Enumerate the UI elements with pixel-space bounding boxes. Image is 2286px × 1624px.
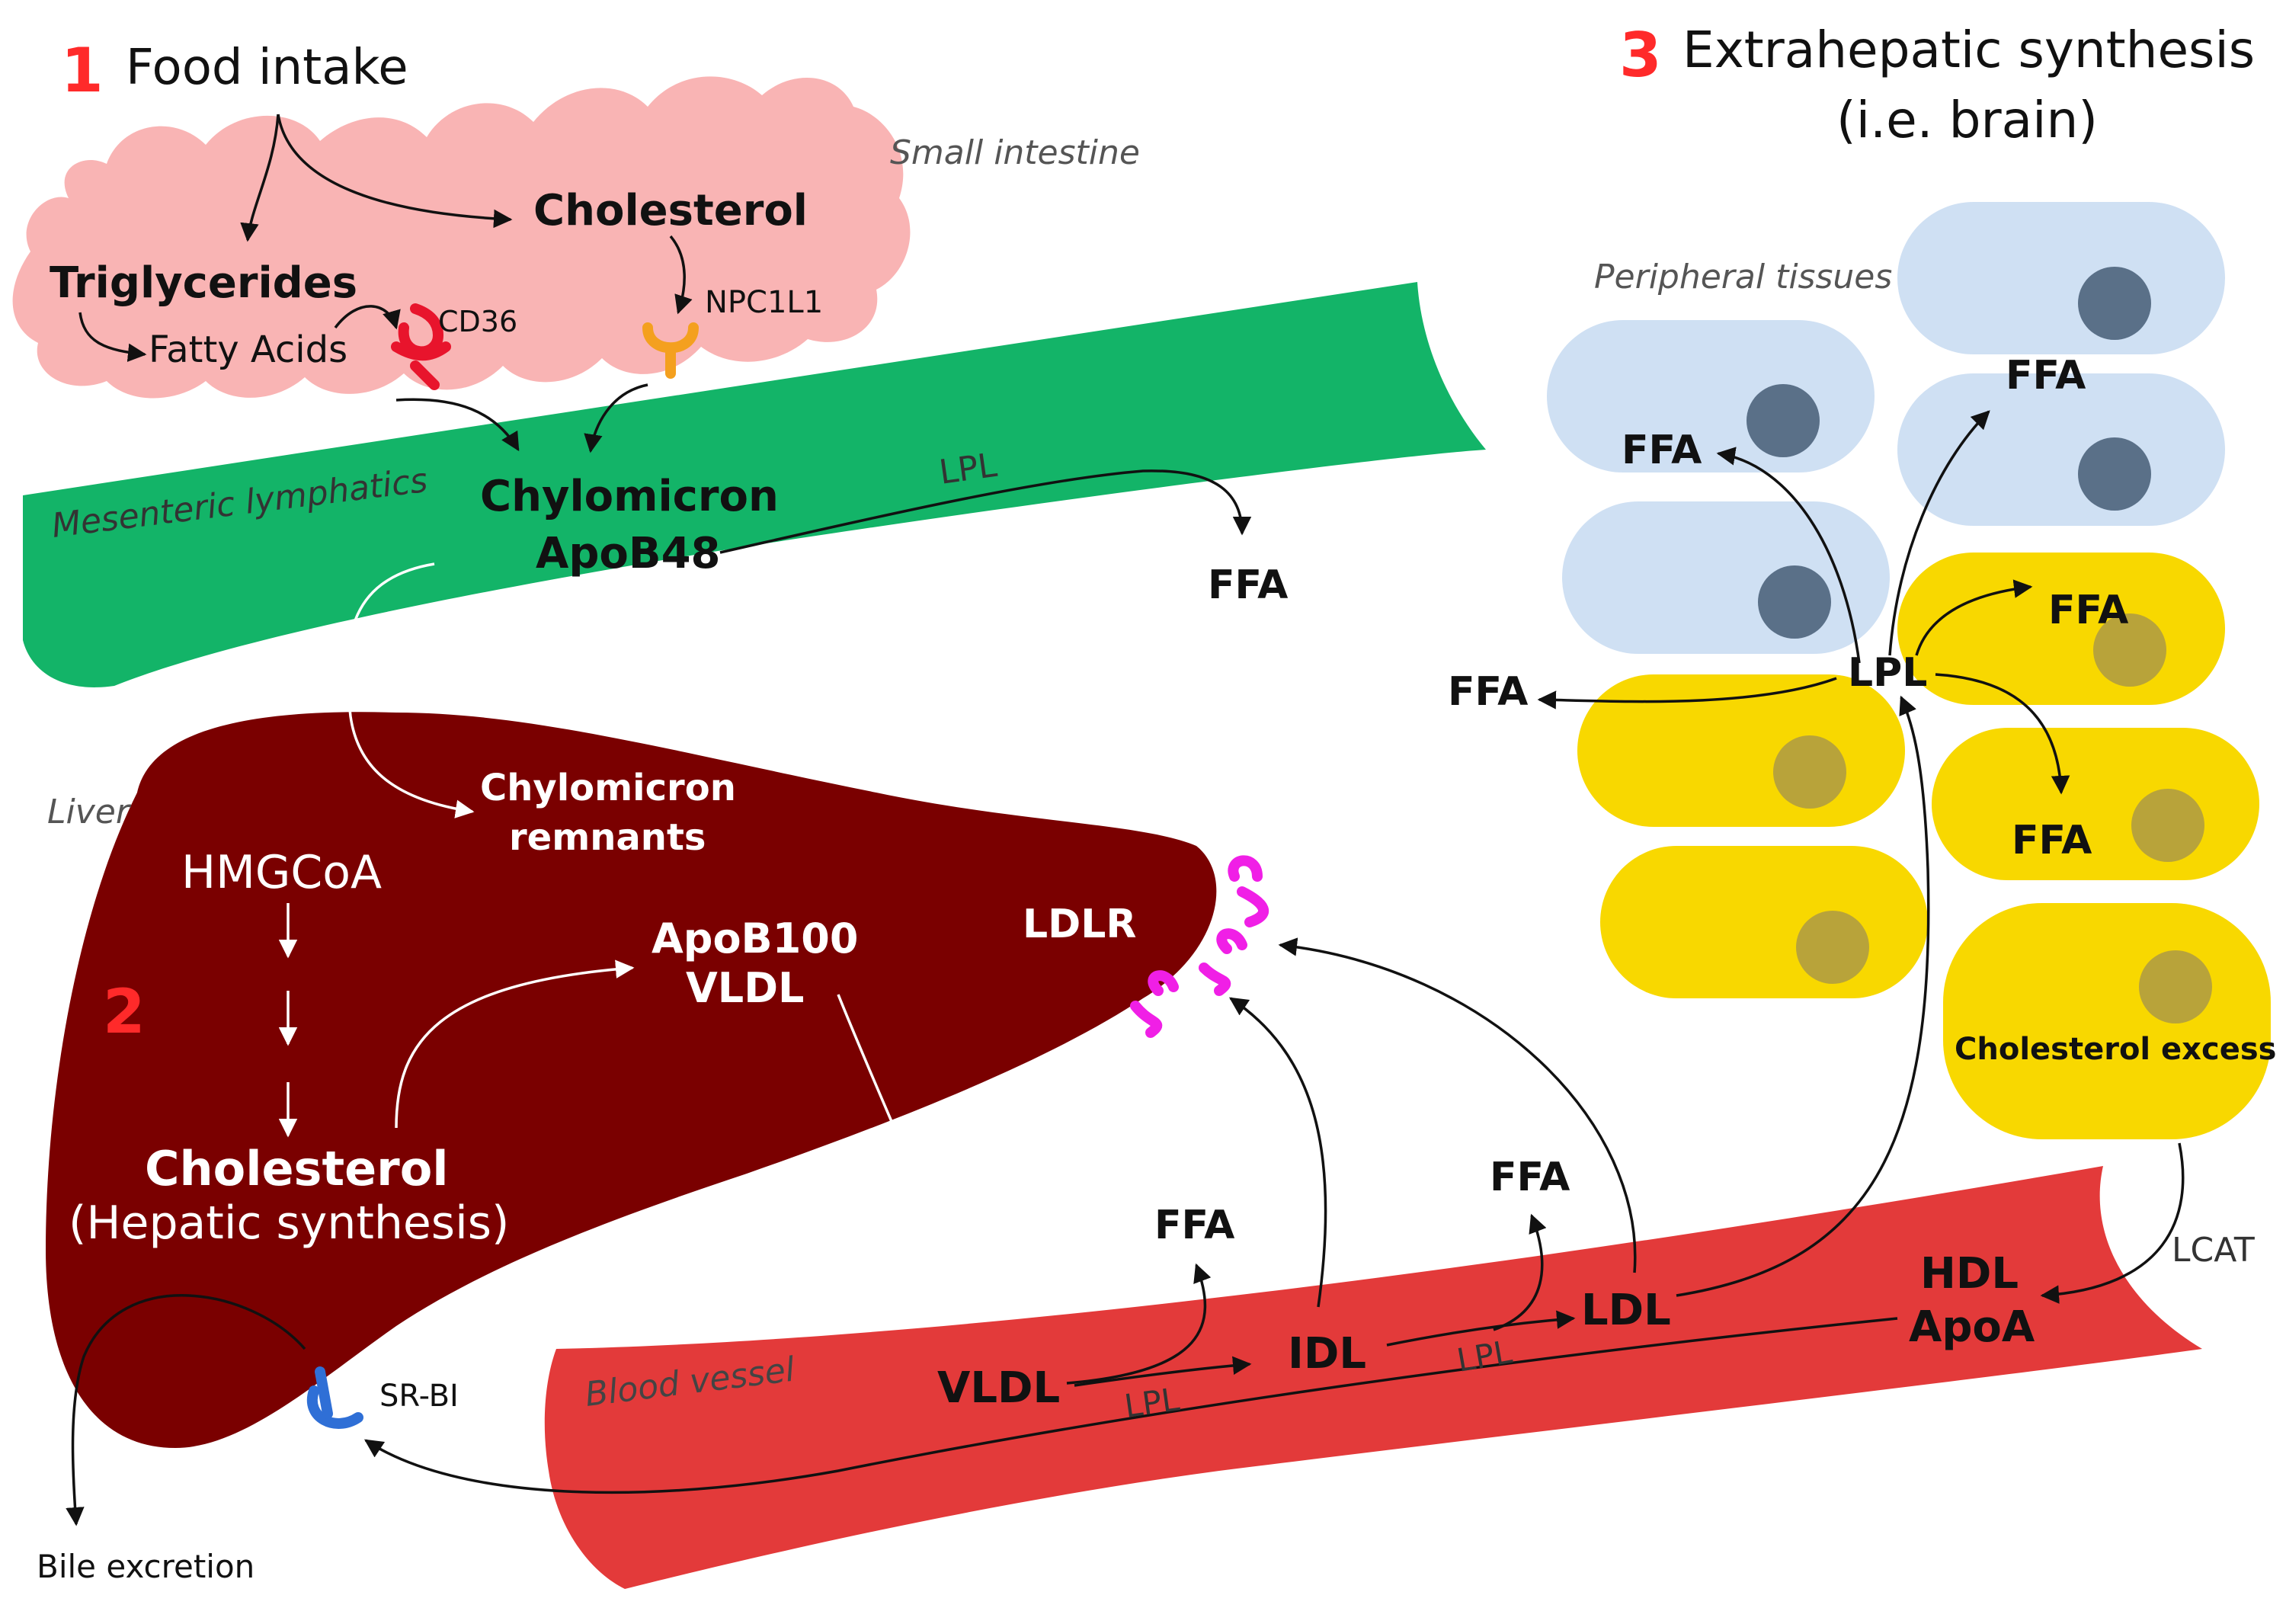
- peripheral-tissues-label: Peripheral tissues: [1594, 258, 1892, 296]
- arrows-black: [66, 114, 2185, 1526]
- lymph-ffa-label: FFA: [1208, 562, 1288, 608]
- liver-vldl-label: VLDL: [686, 964, 804, 1012]
- chylomicron-remnants-line1: Chylomicron: [480, 767, 736, 809]
- small-intestine-shape: [12, 76, 911, 399]
- lymphatics-shape: [23, 282, 1486, 687]
- peripheral-ffa5-label: FFA: [2012, 818, 2092, 863]
- section3-title-line2: (i.e. brain): [1836, 91, 2098, 149]
- section1-title: Food intake: [126, 40, 408, 96]
- section2-number: 2: [103, 976, 146, 1047]
- blood-vessel-shape: [544, 1166, 2203, 1589]
- peripheral-cells-blue: [1547, 202, 2225, 654]
- apob100-label: ApoB100: [652, 915, 858, 963]
- blood-lpl1-label: LPL: [1122, 1380, 1183, 1425]
- srbi-receptor-icon: [306, 1366, 363, 1429]
- liver-cholesterol-label: Cholesterol: [145, 1141, 449, 1196]
- apob48-label: ApoB48: [536, 529, 721, 578]
- peripheral-ffa3-label: FFA: [2048, 588, 2128, 633]
- peripheral-cells-yellow: [1577, 553, 2271, 1139]
- cholesterol-excess-label: Cholesterol excess: [1955, 1032, 2276, 1067]
- arrows-white: [278, 562, 975, 1321]
- liver-label: Liver: [47, 793, 132, 831]
- ldlr-receptor-icon: [1130, 855, 1269, 1038]
- srbi-label: SR-BI: [379, 1379, 459, 1414]
- hepatic-synthesis-label: (Hepatic synthesis): [69, 1196, 509, 1250]
- peripheral-ffa2-label: FFA: [2006, 353, 2086, 399]
- blood-ffa2-label: FFA: [1490, 1155, 1570, 1200]
- ldl-label: LDL: [1581, 1286, 1671, 1335]
- fatty-acids-label: Fatty Acids: [149, 328, 347, 371]
- lcat-label: LCAT: [2172, 1231, 2255, 1270]
- apoa-label: ApoA: [1909, 1302, 2035, 1352]
- hdl-label: HDL: [1920, 1249, 2019, 1299]
- section3-number: 3: [1619, 20, 1662, 91]
- npc1l1-receptor-icon: [642, 322, 699, 379]
- section3-title-line1: Extrahepatic synthesis: [1682, 21, 2255, 79]
- idl-label: IDL: [1288, 1329, 1366, 1379]
- lymph-lpl-label: LPL: [936, 446, 999, 492]
- peripheral-lpl-label: LPL: [1848, 650, 1927, 696]
- cd36-label: CD36: [438, 305, 517, 338]
- hmgcoa-label: HMGCoA: [181, 846, 382, 899]
- triglycerides-label: Triglycerides: [50, 258, 357, 308]
- section1-number: 1: [61, 35, 104, 106]
- small-intestine-label: Small intestine: [890, 133, 1140, 172]
- npc1l1-label: NPC1L1: [705, 285, 823, 320]
- blood-vldl-label: VLDL: [937, 1363, 1060, 1413]
- peripheral-ffa1-label: FFA: [1622, 428, 1702, 473]
- chylomicron-remnants-line2: remnants: [509, 816, 706, 859]
- cd36-receptor-icon: [391, 303, 451, 390]
- ldlr-label: LDLR: [1023, 902, 1136, 947]
- intestine-cholesterol: Cholesterol: [533, 186, 808, 235]
- liver-shape: [46, 712, 1217, 1448]
- peripheral-ffa4-label: FFA: [1448, 669, 1528, 715]
- blood-ffa1-label: FFA: [1154, 1203, 1234, 1248]
- chylomicron-label: Chylomicron: [480, 472, 779, 521]
- bile-excretion-label: Bile excretion: [37, 1548, 255, 1585]
